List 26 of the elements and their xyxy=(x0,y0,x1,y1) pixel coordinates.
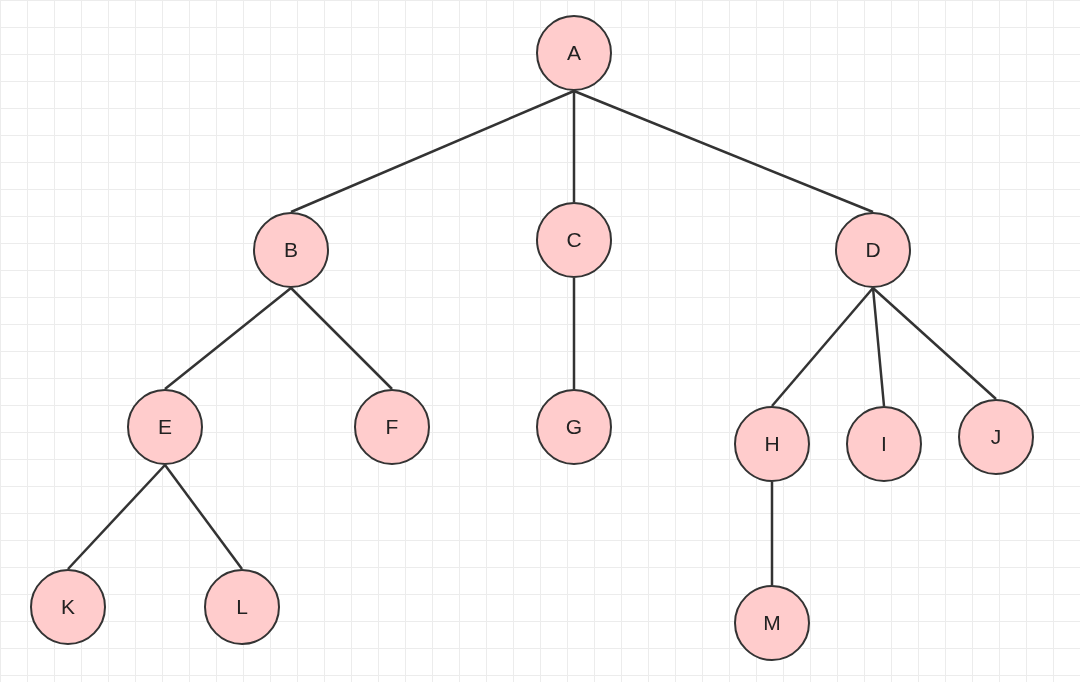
node-label: B xyxy=(284,238,298,262)
tree-node-circle xyxy=(30,569,106,645)
node-label: I xyxy=(881,432,887,456)
node-label: A xyxy=(567,41,581,65)
node-label: L xyxy=(236,595,248,619)
node-label: K xyxy=(61,595,75,619)
connector-line xyxy=(572,278,576,389)
connector-line xyxy=(67,464,166,570)
connector-line xyxy=(572,91,576,202)
connector-line xyxy=(872,287,997,400)
connector-line xyxy=(290,287,393,390)
node-label: H xyxy=(764,432,780,456)
node-label: G xyxy=(565,415,583,439)
node-label: C xyxy=(566,228,582,252)
node-label: M xyxy=(763,611,781,635)
connector-line xyxy=(771,287,874,407)
node-label: D xyxy=(865,238,881,262)
node-label: F xyxy=(385,415,399,439)
connector-line xyxy=(164,287,292,390)
connector-line xyxy=(290,89,575,214)
connector-line xyxy=(770,482,774,585)
connector-line xyxy=(573,89,874,214)
connector-line xyxy=(871,287,886,407)
node-label: E xyxy=(158,415,172,439)
connector-line xyxy=(164,464,243,570)
node-label: J xyxy=(990,425,1002,449)
